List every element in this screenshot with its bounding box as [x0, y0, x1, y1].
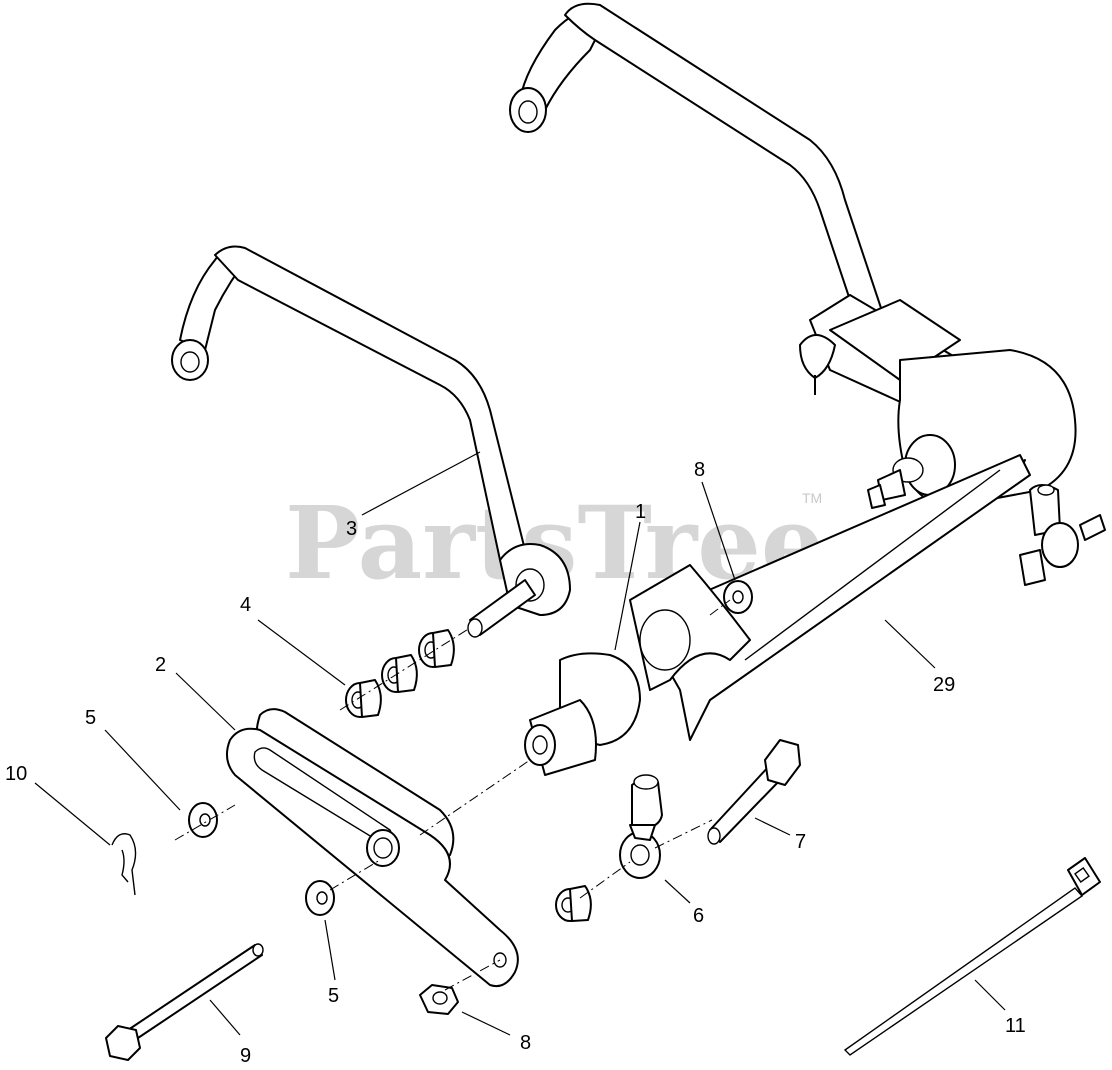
- callout-4: 4: [240, 594, 251, 616]
- callout-3: 3: [346, 518, 357, 540]
- flanged-bushing: [524, 652, 641, 776]
- callout-5-upper: 5: [85, 707, 96, 729]
- callout-labels: 3 1 8 4 2 5 10 29 7 6 5 8 9 11: [5, 459, 1026, 1067]
- callout-2: 2: [155, 654, 166, 676]
- bolt-short: [707, 739, 801, 845]
- spacer-stack: [345, 629, 455, 718]
- callout-9: 9: [240, 1045, 251, 1067]
- callout-1: 1: [635, 501, 646, 523]
- locknut-upper: [723, 580, 753, 614]
- cable-tie: [843, 857, 1101, 1056]
- callout-8-lower: 8: [520, 1032, 531, 1054]
- callout-29: 29: [933, 674, 955, 696]
- callout-11: 11: [1005, 1015, 1026, 1037]
- rod-end: [619, 774, 663, 879]
- locknut-lower: [419, 984, 459, 1015]
- right-clevis: [1019, 484, 1106, 586]
- watermark-trademark: TM: [802, 490, 822, 506]
- bracket-housing: [629, 564, 751, 691]
- washer-upper: [188, 802, 218, 838]
- callout-5-lower: 5: [328, 985, 339, 1007]
- bolt-long: [105, 943, 264, 1061]
- leader-lines: [34, 451, 1006, 1036]
- handle-pin: [467, 579, 536, 638]
- callout-7: 7: [795, 831, 806, 853]
- callout-8-upper: 8: [694, 459, 705, 481]
- rear-bracket-assembly: [799, 294, 1077, 511]
- callout-10: 10: [5, 763, 27, 785]
- link-plate: [225, 708, 519, 988]
- control-arm: [639, 454, 1031, 741]
- spacer-small: [555, 885, 592, 922]
- hairpin-clip: [111, 833, 137, 896]
- center-lines: [174, 599, 731, 991]
- rear-handle: [509, 2, 886, 331]
- washer-lower: [305, 880, 335, 916]
- callout-6: 6: [693, 905, 704, 927]
